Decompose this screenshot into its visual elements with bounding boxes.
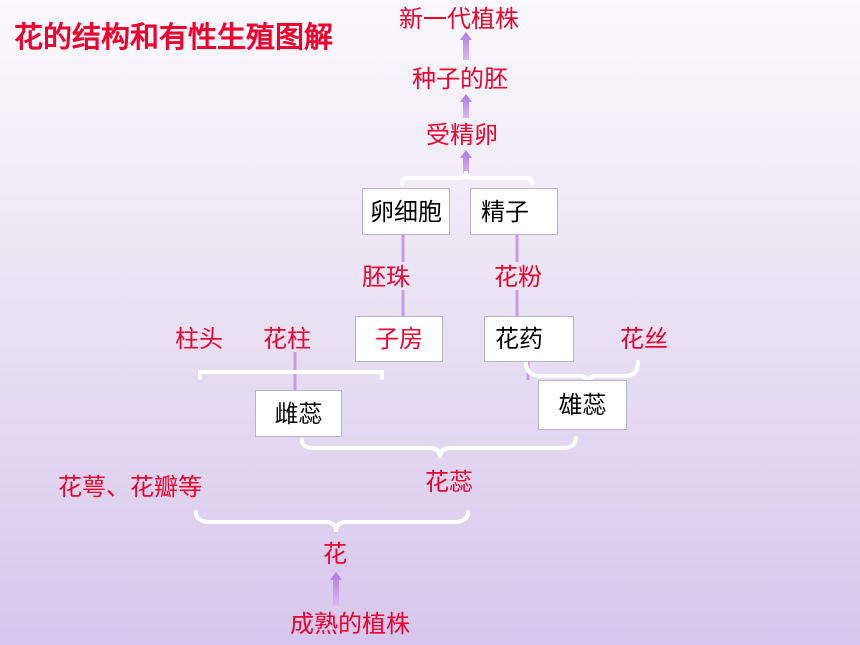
box-anther: 花药 — [484, 316, 574, 362]
brace-flower — [194, 510, 470, 533]
label-embryo: 种子的胚 — [412, 65, 508, 93]
arrow-to-fertilized-egg — [460, 150, 472, 178]
label-sepals-petals: 花萼、花瓣等 — [58, 473, 202, 501]
label-stigma: 柱头 — [175, 325, 223, 353]
label-stamens-pistils: 花蕊 — [425, 468, 473, 496]
label-new-plant: 新一代植株 — [399, 5, 519, 33]
box-stamen: 雄蕊 — [538, 380, 627, 430]
box-anther-text: 花药 — [495, 325, 543, 353]
brace-floral-organs — [300, 436, 578, 459]
box-stamen-text: 雄蕊 — [558, 391, 607, 419]
label-fertilized-egg: 受精卵 — [426, 121, 498, 149]
connector-lines — [293, 235, 530, 390]
box-sperm: 精子 — [470, 188, 558, 235]
box-egg-cell: 卵细胞 — [362, 188, 450, 235]
arrow-to-embryo — [460, 94, 472, 118]
label-style: 花柱 — [263, 325, 311, 353]
upward-arrows — [330, 32, 472, 606]
arrow-to-new-plant — [460, 32, 472, 60]
brace-pistil-parts — [198, 370, 384, 380]
label-flower: 花 — [323, 540, 347, 568]
page-title: 花的结构和有性生殖图解 — [14, 20, 334, 54]
label-filament: 花丝 — [620, 325, 668, 353]
box-ovary-text: 子房 — [375, 325, 423, 353]
label-pollen: 花粉 — [494, 263, 542, 291]
brace-fertilization — [400, 170, 534, 186]
label-mature-plant: 成熟的植株 — [290, 610, 410, 638]
box-sperm-text: 精子 — [481, 197, 529, 226]
box-egg-cell-text: 卵细胞 — [370, 197, 442, 226]
braces — [194, 170, 640, 533]
arrow-to-flower — [330, 572, 342, 606]
box-pistil-text: 雌蕊 — [274, 399, 323, 428]
box-ovary: 子房 — [355, 316, 443, 362]
label-ovule: 胚珠 — [362, 263, 410, 291]
box-pistil: 雌蕊 — [255, 390, 342, 437]
